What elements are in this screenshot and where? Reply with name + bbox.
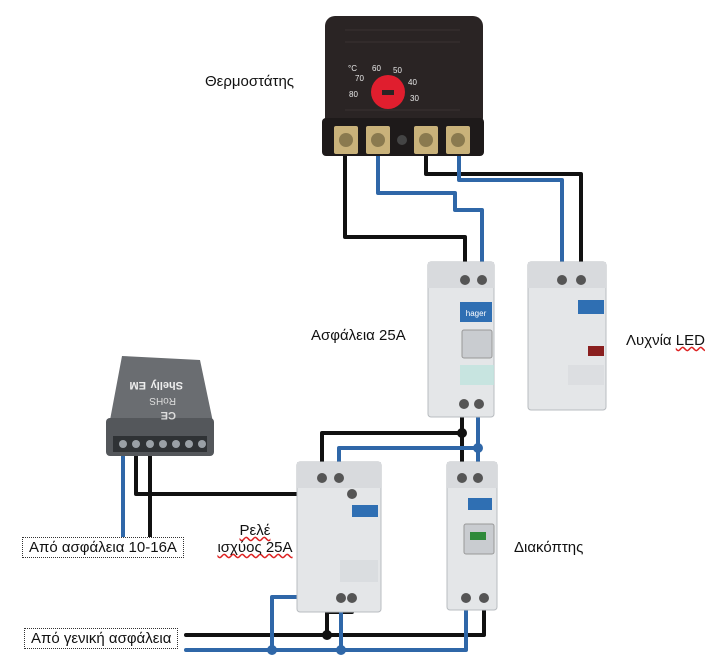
- breaker-label-plate: [460, 302, 492, 322]
- label-led-prefix: Λυχνία: [626, 332, 676, 349]
- label-led-suffix: LED: [675, 332, 705, 349]
- wire-black-thermo-to-breaker: [343, 148, 467, 270]
- shelly-top: [110, 356, 213, 422]
- junction-dot: [267, 645, 277, 655]
- dial-scale-60: 60: [372, 64, 381, 73]
- led-indicator-module: [527, 261, 607, 411]
- wire-blue-thermo-to-breaker: [376, 148, 484, 270]
- wire-black-breaker-to-relay: [320, 408, 464, 472]
- wire-blue-main-bus: [184, 603, 468, 652]
- dial-scale-70: 70: [355, 74, 364, 83]
- wire-black-main-bus: [184, 603, 486, 637]
- shelly-model: EM: [130, 379, 147, 391]
- power-relay-module: [296, 461, 382, 613]
- dial-scale-40: 40: [408, 78, 417, 87]
- dial-unit: °C: [348, 64, 357, 73]
- junction-dot: [322, 630, 332, 640]
- shelly-em-device: CE RoHS Shelly EM: [106, 356, 214, 456]
- breaker-toggle[interactable]: [461, 329, 493, 359]
- label-fuse-input: Από ασφάλεια 10-16Α: [22, 537, 184, 558]
- label-relay-line2: ισχύος 25Α: [217, 539, 293, 556]
- thermostat-terminals: [334, 126, 470, 154]
- shelly-ce-mark: CE: [161, 409, 176, 421]
- label-breaker: Ασφάλεια 25Α: [311, 327, 406, 344]
- wire-black-shelly-to-relay: [134, 446, 354, 496]
- label-relay: Ρελέ ισχύος 25Α: [209, 522, 301, 556]
- wire-blue-breaker-to-relay: [337, 408, 480, 472]
- thermostat: °C 80 70 60 50 40 30: [322, 16, 484, 156]
- shelly-rohs: RoHS: [149, 395, 176, 406]
- dial-scale-80: 80: [349, 90, 358, 99]
- label-switch: Διακόπτης: [514, 539, 584, 556]
- thermostat-body: [325, 16, 483, 128]
- dial-scale-30: 30: [410, 94, 419, 103]
- wire-black-thermo-to-led: [424, 148, 583, 272]
- switch-module: [446, 461, 498, 611]
- junction-dot: [473, 443, 483, 453]
- label-relay-line1: Ρελέ: [239, 522, 271, 539]
- thermostat-indicator: [397, 135, 407, 145]
- label-led: Λυχνία LED: [626, 332, 705, 349]
- led-lamp-lens: [588, 346, 604, 356]
- junction-dot: [457, 428, 467, 438]
- dial-scale-50: 50: [393, 66, 402, 75]
- shelly-brand: Shelly: [150, 379, 183, 391]
- breaker-brand: hager: [466, 309, 487, 318]
- junctions: [267, 428, 483, 655]
- breaker-module: hager: [427, 261, 495, 418]
- wire-blue-thermo-to-led: [457, 148, 564, 272]
- label-main-fuse-input: Από γενική ασφάλεια: [24, 628, 179, 649]
- junction-dot: [336, 645, 346, 655]
- label-thermostat: Θερμοστάτης: [205, 73, 295, 90]
